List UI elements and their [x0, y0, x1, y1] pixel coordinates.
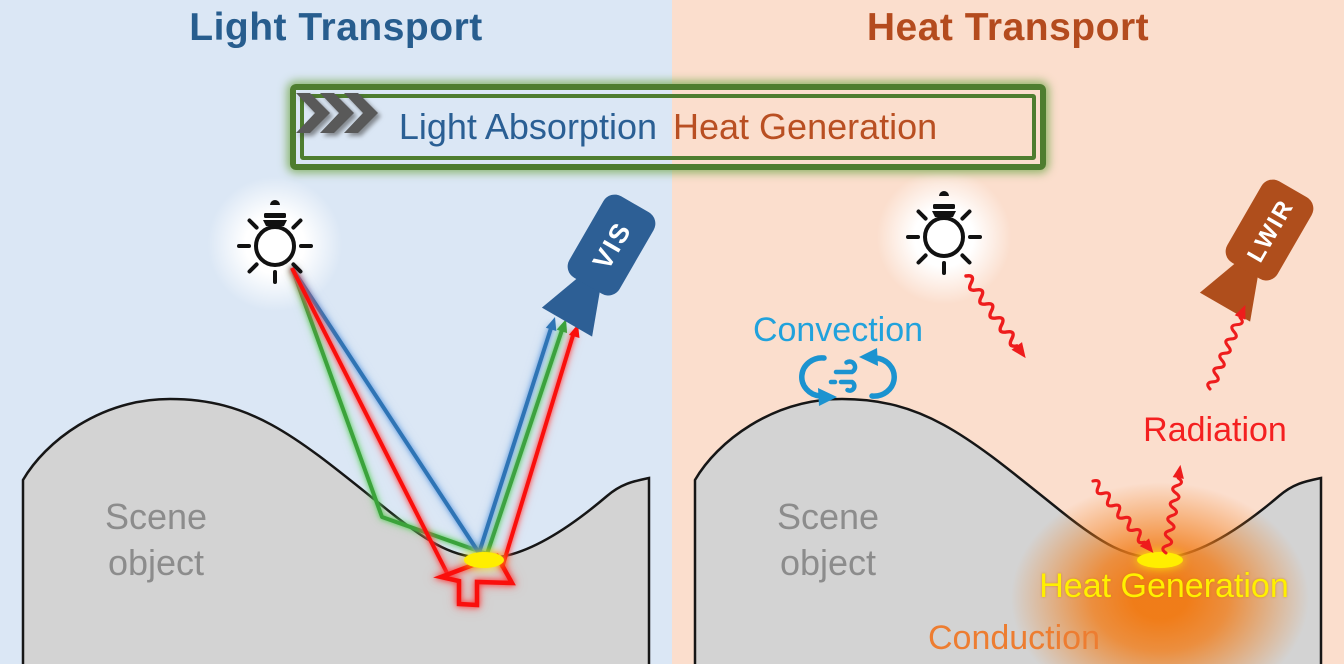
light-ray-blue-arrowhead: [545, 317, 557, 332]
absorbed-light-arrow-icon: [433, 553, 516, 608]
heat-transport-title: Heat Transport: [866, 6, 1150, 49]
light-ray-red-outgoing: [500, 331, 576, 569]
light-absorption-label: Light Absorption: [398, 106, 657, 147]
scene-object-label-right: Scene object: [712, 494, 944, 586]
radiation-label: Radiation: [1143, 411, 1287, 449]
vis-camera-icon: VIS: [541, 194, 656, 337]
light-ray-blue: [290, 266, 554, 555]
light-ray-green: [290, 267, 565, 556]
convection-label: Convection: [752, 311, 924, 349]
heat-wave-from-light-icon: [964, 274, 1026, 359]
heat-wave-emitted-icon: [1161, 464, 1184, 555]
light-bulb-icon: [237, 200, 313, 284]
bulb-rays: [237, 218, 313, 284]
convection-icon: [799, 348, 897, 406]
chevron-right-icon: [296, 93, 378, 133]
wind-icon: [828, 359, 858, 393]
heat-generation-banner-label: Heat Generation: [673, 106, 938, 147]
scene-object-label-left: Scene object: [40, 494, 272, 586]
scene-object-label-line2: object: [107, 542, 205, 583]
heat-wave-incident-icon: [1091, 479, 1154, 554]
banner-inner-frame: Light Absorption Heat Generation: [296, 93, 1036, 160]
heat-generation-label: Heat Generation: [1039, 567, 1289, 605]
scene-object-label-line2: object: [779, 542, 877, 583]
conduction-label: Conduction: [927, 619, 1100, 657]
scene-object-shape-left: [21, 397, 651, 664]
light-hit-spot: [464, 552, 504, 568]
scene-object-label-line1: Scene: [104, 496, 208, 537]
lwir-camera-icon: LWIR: [1199, 179, 1314, 322]
heat-generation-spot: [1137, 552, 1183, 568]
light-absorption-heat-generation-banner: Light Absorption Heat Generation: [290, 84, 1046, 170]
heat-wave-to-camera-icon: [1206, 304, 1246, 391]
scene-object-label-line1: Scene: [776, 496, 880, 537]
light-bulb-icon: [906, 191, 982, 275]
light-ray-red-incoming: [290, 267, 449, 574]
light-ray-green-arrowhead: [556, 319, 568, 334]
bulb-rays: [906, 209, 982, 275]
light-transport-title: Light Transport: [189, 6, 483, 49]
